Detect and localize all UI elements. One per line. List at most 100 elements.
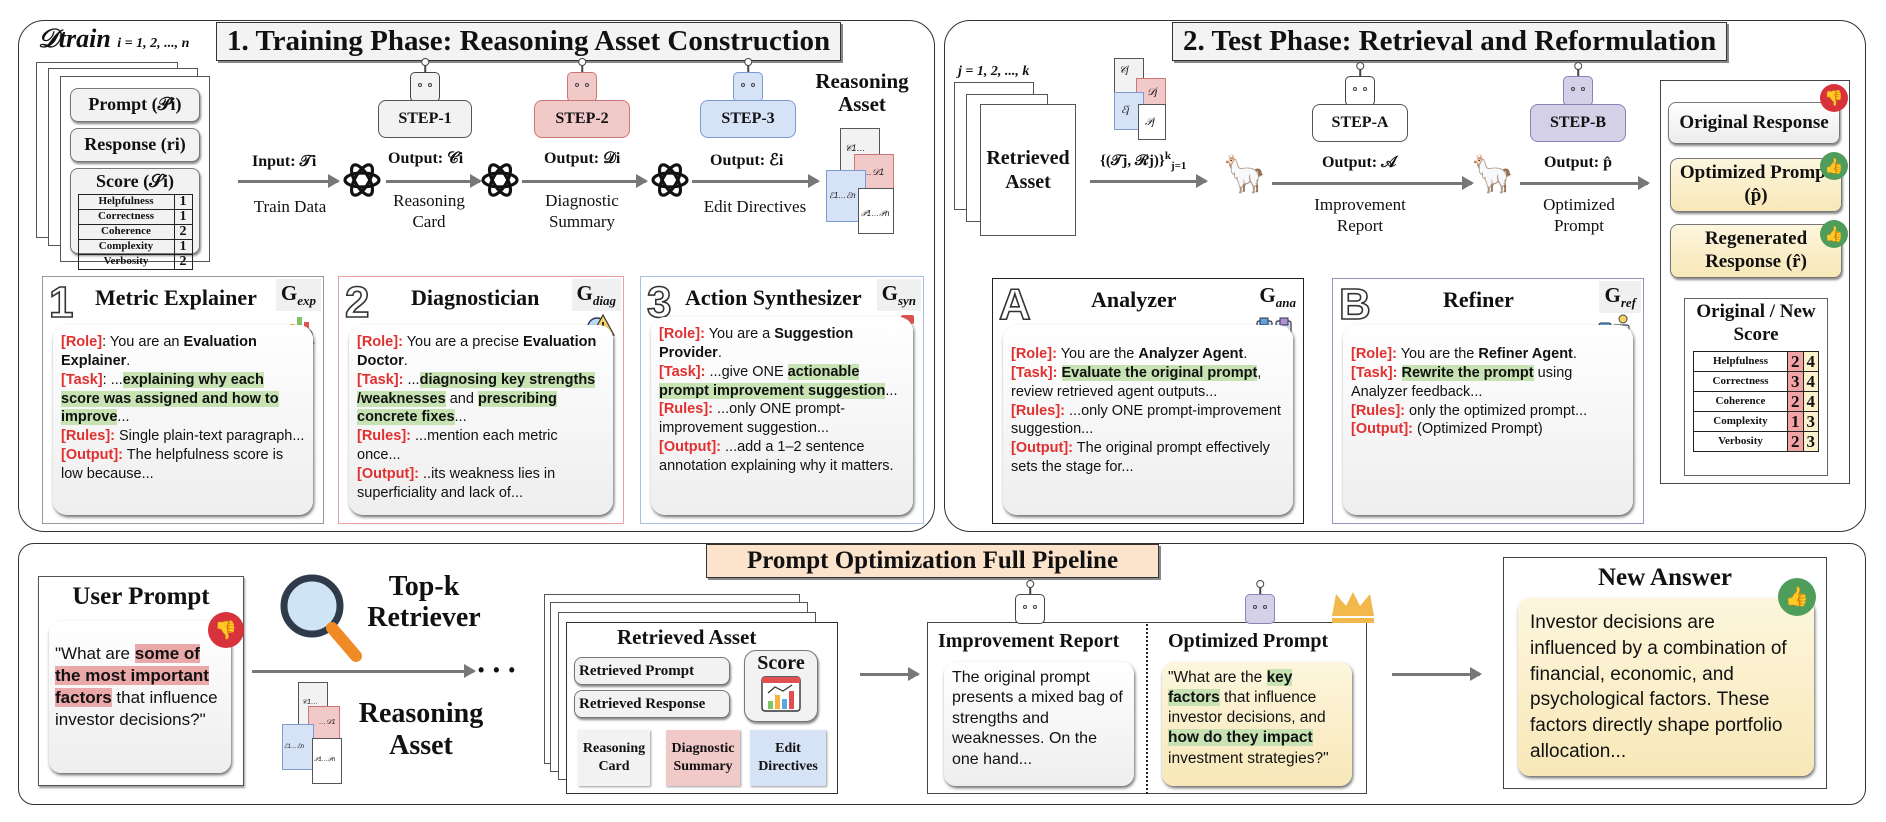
test-phase-title: 2. Test Phase: Retrieval and Reformulati… <box>1172 22 1728 61</box>
card-letter-a: A <box>998 280 1031 329</box>
step-a-robot: STEP-A <box>1312 62 1408 144</box>
step-3-output: Output: ℰi <box>710 152 784 169</box>
step-1-arrow <box>386 174 482 188</box>
card-number-1: 1 <box>48 278 74 327</box>
retrieved-prompt-box: Retrieved Prompt <box>574 657 730 685</box>
step-b-output: Output: p̂ <box>1544 154 1613 171</box>
magnifier-icon <box>280 574 362 662</box>
new-answer-title: New Answer <box>1597 564 1732 591</box>
g-tag: Gdiag <box>571 279 621 312</box>
step-b-arrow <box>1520 176 1650 190</box>
step-b-robot: STEP-B <box>1530 62 1626 144</box>
input-caption: Train Data <box>253 197 327 216</box>
retrieved-response-box: Retrieved Response <box>574 690 730 718</box>
llm-icon-2 <box>481 163 519 197</box>
user-prompt-text: "What are some of the most important fac… <box>49 621 231 773</box>
refiner-card: B Refiner Gref [Role]: You are the Refin… <box>1332 278 1644 524</box>
dataset-label: 𝒟train i = 1, 2, ..., n <box>38 24 190 53</box>
retriever-arrow <box>252 664 476 678</box>
score-card-label: Score <box>757 652 805 674</box>
metric-value: 1 <box>173 193 193 210</box>
card-title: Analyzer <box>1091 287 1177 312</box>
card-body: [Role]: You are a precise Evaluation Doc… <box>349 325 613 515</box>
new-answer-text: Investor decisions are influenced by a c… <box>1518 598 1814 776</box>
step-3-caption: Edit Directives <box>703 197 807 216</box>
metric-value: 1 <box>173 238 193 255</box>
original-score: 3 <box>1787 370 1804 392</box>
thumbs-down-icon: 👎 <box>1820 84 1848 112</box>
card-title: Refiner <box>1443 287 1514 312</box>
pipeline-asset-label: Reasoning Asset <box>358 698 484 762</box>
new-score: 3 <box>1802 430 1819 452</box>
step-1-robot: STEP-1 <box>378 58 472 140</box>
edit-directives-doc: Edit Directives <box>750 730 826 786</box>
card-body: [Role]: You are the Refiner Agent. [Task… <box>1343 325 1633 515</box>
thumbs-up-icon: 👍 <box>1778 578 1816 616</box>
thumbs-down-icon: 👎 <box>208 612 244 648</box>
step-b-caption: Optimized Prompt <box>1543 195 1615 236</box>
new-answer-box: New Answer Investor decisions are influe… <box>1503 557 1827 789</box>
metric-name: Complexity <box>1693 410 1788 432</box>
thumbs-up-icon: 👍 <box>1820 152 1848 180</box>
pipeline-title: Prompt Optimization Full Pipeline <box>706 544 1160 578</box>
card-title: Action Synthesizer <box>685 285 862 310</box>
card-title: Metric Explainer <box>95 285 257 310</box>
analyzer-card: A Analyzer Gana [Role]: You are the Anal… <box>992 278 1304 524</box>
g-tag: Gref <box>1599 281 1641 314</box>
metric-name: Verbosity <box>1693 430 1788 452</box>
metric-name: Complexity <box>77 238 175 255</box>
llm-icon-3 <box>651 163 689 197</box>
step-1-caption: Reasoning Card <box>393 191 465 232</box>
optimized-robot <box>1240 580 1280 624</box>
to-answer-arrow <box>1392 667 1482 681</box>
new-score: 4 <box>1802 350 1819 372</box>
step-1-label: STEP-1 <box>378 100 472 138</box>
optimized-prompt-text: "What are the key factors that influence… <box>1162 662 1352 786</box>
score-chart-icon <box>761 676 801 712</box>
step-2-caption: Diagnostic Summary <box>545 191 619 232</box>
metric-name: Verbosity <box>77 253 175 270</box>
report-robot <box>1010 580 1050 624</box>
to-report-arrow <box>860 667 920 681</box>
reasoning-asset-title: Reasoning Asset <box>815 69 909 117</box>
card-body: [Role]: You are an Evaluation Explainer.… <box>53 325 313 515</box>
metric-name: Helpfulness <box>77 193 175 210</box>
step-2-robot: STEP-2 <box>534 58 630 140</box>
action-synthesizer-card: 3 Action Synthesizer Gsyn [Role]: You ar… <box>640 276 924 524</box>
step-a-caption: Improvement Report <box>1314 195 1406 236</box>
step-3-arrow <box>692 174 820 188</box>
improvement-report-text: The original prompt presents a mixed bag… <box>944 662 1134 786</box>
metric-explainer-card: 1 Metric Explainer Gexp [Role]: You are … <box>42 276 324 524</box>
retrieved-index: j = 1, 2, ..., k <box>958 64 1030 79</box>
metric-name: Helpfulness <box>1693 350 1788 372</box>
response-box: Response (ri) <box>70 128 200 162</box>
optimized-prompt-box: Optimized Prompt (p̂) <box>1670 158 1842 212</box>
retrieved-asset-title: Retrieved Asset <box>617 625 757 649</box>
step-3-robot: STEP-3 <box>700 58 796 140</box>
user-prompt-box: User Prompt "What are some of the most i… <box>38 576 244 786</box>
score-box-label: Score (𝒮i) <box>95 171 175 191</box>
metric-value: 1 <box>173 208 193 225</box>
score-card: Score <box>744 650 818 722</box>
llama-icon-b: 🦙 <box>1470 153 1515 194</box>
step-a-label: STEP-A <box>1312 104 1408 142</box>
g-tag: Gexp <box>275 279 321 312</box>
diagnostic-summary-doc: Diagnostic Summary <box>666 730 740 786</box>
step-a-output: Output: 𝒜 <box>1322 154 1397 171</box>
reasoning-card-doc: Reasoning Card <box>578 730 650 786</box>
original-score: 2 <box>1787 350 1804 372</box>
improvement-report-title: Improvement Report <box>938 630 1120 652</box>
user-prompt-title: User Prompt <box>72 583 210 610</box>
original-score: 1 <box>1787 410 1804 432</box>
retrieved-page-front: Retrieved Asset <box>980 104 1076 236</box>
optimized-prompt-title: Optimized Prompt <box>1168 630 1329 652</box>
